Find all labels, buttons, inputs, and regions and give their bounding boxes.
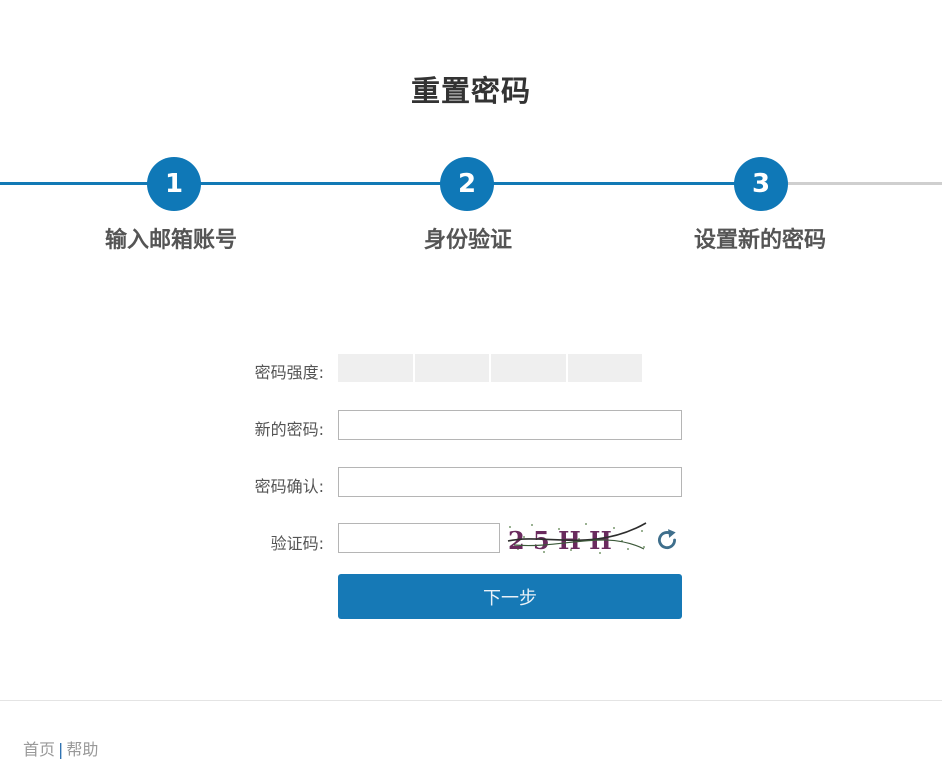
progress-track-active (0, 182, 760, 185)
step-2-label: 身份验证 (423, 228, 512, 253)
progress-track-remaining (760, 182, 942, 185)
strength-label: 密码强度: (254, 363, 324, 382)
step-1-circle: 1 (147, 157, 201, 211)
captcha-label: 验证码: (270, 534, 324, 553)
footer-divider (0, 700, 942, 701)
footer-separator: | (58, 740, 64, 759)
next-step-button[interactable]: 下一步 (338, 574, 682, 619)
refresh-captcha-icon[interactable] (654, 527, 680, 553)
strength-segment (491, 354, 566, 382)
captcha-input[interactable] (338, 523, 500, 553)
password-strength-meter (338, 354, 642, 382)
step-3-label: 设置新的密码 (693, 228, 826, 253)
strength-segment (338, 354, 413, 382)
footer-home-link[interactable]: 首页 (23, 740, 56, 759)
step-2-circle: 2 (440, 157, 494, 211)
new-password-label: 新的密码: (254, 420, 324, 439)
footer-links: 首页|帮助 (23, 736, 98, 760)
confirm-password-label: 密码确认: (254, 477, 324, 496)
footer-help-link[interactable]: 帮助 (66, 740, 99, 759)
captcha-image[interactable]: 2 5 H H (504, 519, 650, 557)
page-title: 重置密码 (410, 74, 531, 108)
strength-segment (567, 354, 642, 382)
step-1-label: 输入邮箱账号 (104, 228, 237, 253)
confirm-password-input[interactable] (338, 467, 682, 497)
step-3-circle: 3 (734, 157, 788, 211)
strength-segment (414, 354, 489, 382)
new-password-input[interactable] (338, 410, 682, 440)
